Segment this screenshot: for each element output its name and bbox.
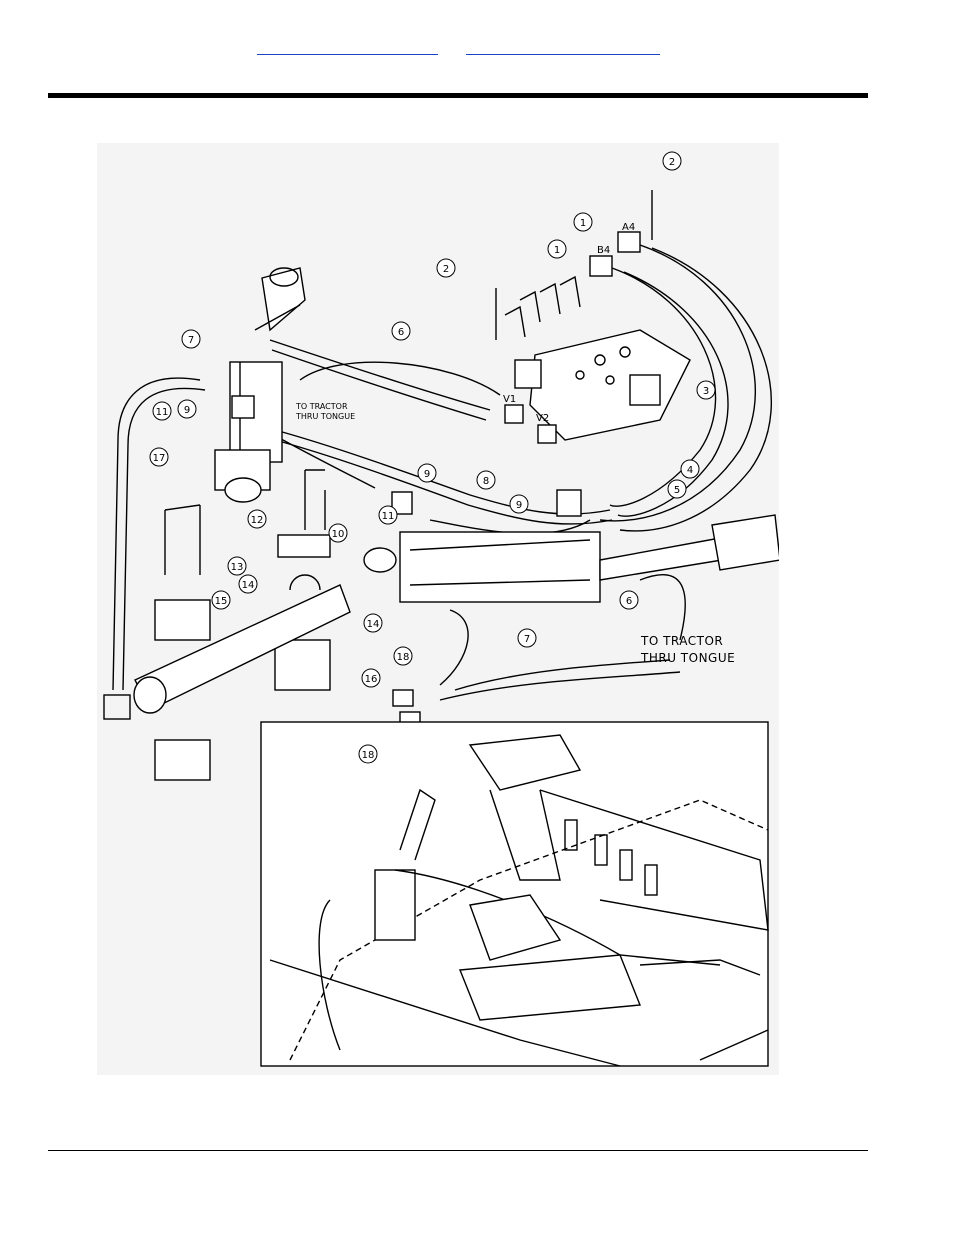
cylinder-main-rod: [599, 537, 723, 581]
clamp-plate-upper: [154, 599, 211, 641]
u-bolt-12: [304, 469, 326, 530]
callout-5: 5: [674, 485, 680, 496]
port-label-v1: V1: [503, 394, 516, 405]
port-label-v2: V2: [536, 413, 549, 424]
callout-11-left: 11: [156, 407, 169, 418]
valve-solenoid-1: [514, 359, 542, 389]
note-large-line-1: TO TRACTOR: [640, 634, 723, 648]
valve-block: [529, 329, 691, 441]
callout-4: 4: [687, 465, 693, 476]
callout-17: 17: [153, 453, 166, 464]
callout-13: 13: [231, 562, 244, 573]
callout-18-a: 18: [397, 652, 410, 663]
hose-loop-6: [299, 361, 501, 396]
hose-a4: [599, 244, 756, 522]
clamp-plate-lower: [154, 739, 211, 781]
hose-tractor-loop: [439, 609, 469, 686]
header-rule: [48, 93, 868, 98]
hydraulic-parts-diagram: 2 1 1 2 3 4 5 6 6 7 7 8 9 9 9 10 11 11 1…: [97, 143, 781, 1075]
callout-16: 16: [365, 674, 378, 685]
fitting-a4: [617, 231, 641, 253]
coupler-18-a: [392, 689, 414, 707]
callout-9-left: 9: [184, 405, 190, 416]
fitting-v2: [537, 424, 557, 444]
callout-9-right: 9: [516, 500, 522, 511]
fitting-v1: [504, 404, 524, 424]
header-link-1[interactable]: [257, 40, 438, 55]
callout-11-mid: 11: [382, 511, 395, 522]
hose-8-b: [274, 439, 613, 525]
callout-2-left: 2: [443, 264, 449, 275]
fitting-b4: [589, 255, 613, 277]
callout-15: 15: [215, 596, 228, 607]
hose-17: [112, 377, 201, 691]
diagram-svg: 2 1 1 2 3 4 5 6 6 7 7 8 9 9 9 10 11 11 1…: [103, 151, 781, 1067]
valve-port-2: [619, 346, 631, 358]
callout-14-b: 14: [367, 619, 380, 630]
fitting-9-left: [231, 395, 255, 419]
u-bolt-15: [164, 504, 201, 575]
callout-18-b: 18: [362, 750, 375, 761]
callout-9-mid: 9: [424, 469, 430, 480]
hose-tractor-1: [454, 659, 671, 691]
fitting-9-mid: [391, 491, 413, 515]
inset-assembly: [269, 734, 769, 1067]
pivot-eye: [269, 267, 299, 287]
note-small-line-2: THRU TONGUE: [295, 412, 355, 421]
hose-6-lower: [639, 574, 686, 641]
callout-12: 12: [251, 515, 264, 526]
footer-rule: [48, 1150, 868, 1151]
callout-10: 10: [332, 529, 345, 540]
cylinder-main-eye: [363, 547, 397, 573]
callout-14-a: 14: [242, 580, 255, 591]
hose-6-upper-b: [271, 349, 487, 421]
cylinder-base-eye: [224, 477, 262, 503]
note-large-line-2: THRU TONGUE: [640, 651, 735, 665]
valve-port-3: [575, 370, 585, 380]
callout-3: 3: [703, 386, 709, 397]
clamp-block-14: [274, 639, 331, 691]
port-label-a4: A4: [622, 222, 635, 233]
callout-7-upper: 7: [188, 335, 194, 346]
callout-1-b4: 1: [554, 245, 560, 256]
cylinder-main: [399, 531, 601, 603]
valve-coils: [504, 275, 581, 338]
fitting-9-right: [556, 489, 582, 517]
hose-6-upper: [269, 339, 491, 411]
valve-solenoid-2: [629, 374, 661, 406]
hose-tractor-2: [439, 671, 681, 701]
tube-15-end: [133, 676, 167, 714]
clamp-13: [277, 534, 331, 558]
hose-b4: [609, 267, 717, 507]
valve-port-4: [605, 375, 615, 385]
callout-7-lower: 7: [524, 634, 530, 645]
hose-17-b: [122, 387, 206, 691]
header-link-2[interactable]: [466, 40, 660, 55]
hose-a4-outer: [619, 247, 773, 532]
cylinder-main-clevis: [711, 514, 781, 571]
callout-6-lower: 6: [626, 596, 632, 607]
hose-17-elbow: [103, 694, 131, 720]
callout-1-a4: 1: [580, 218, 586, 229]
callout-2-top: 2: [669, 157, 675, 168]
pivot-rod: [254, 304, 301, 331]
port-label-b4: B4: [597, 245, 610, 256]
callout-8: 8: [483, 476, 489, 487]
hose-b4-outer: [617, 271, 729, 517]
clamp-half-14: [289, 574, 321, 591]
valve-port: [594, 354, 606, 366]
cylinder-main-rod-line-2: [409, 579, 591, 586]
callout-6-upper: 6: [398, 327, 404, 338]
note-small-line-1: TO TRACTOR: [295, 402, 348, 411]
cylinder-main-rod-line: [409, 539, 591, 551]
